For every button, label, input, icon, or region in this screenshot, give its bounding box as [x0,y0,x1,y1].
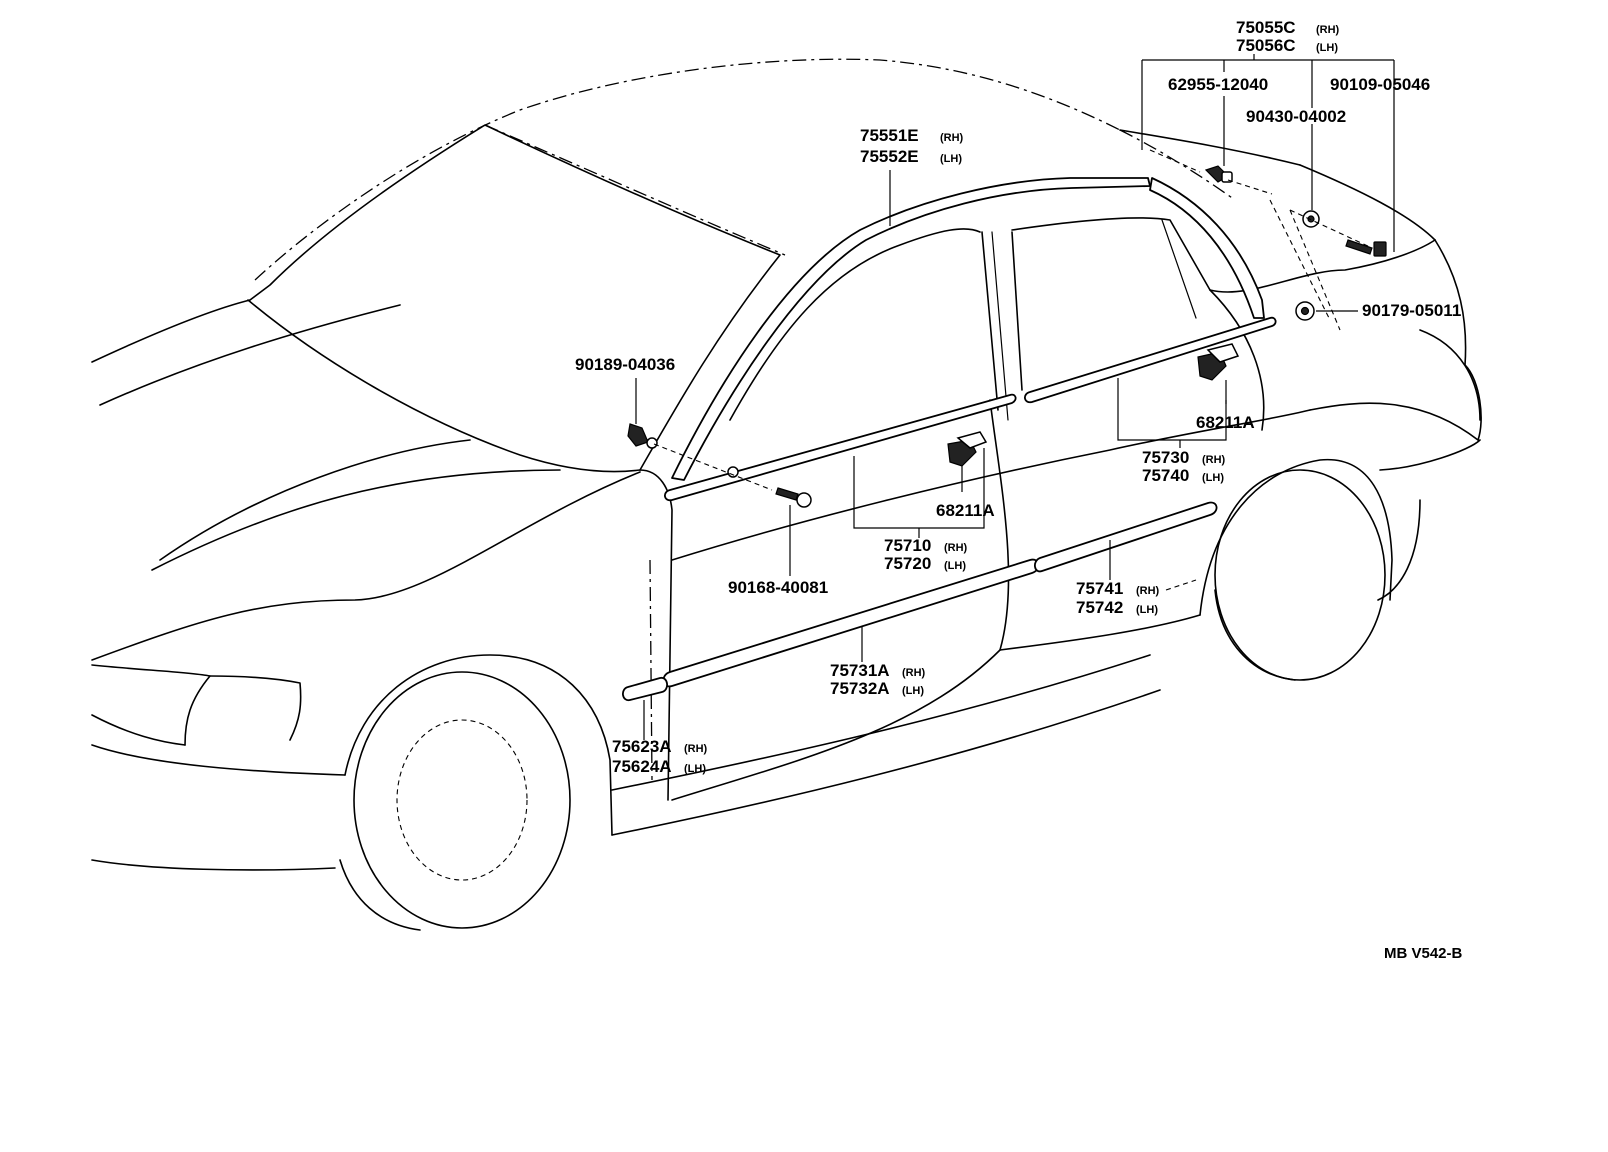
svg-text:(RH): (RH) [944,542,968,554]
clip-68211A-rear [1197,343,1240,381]
part-labels: 75055C (RH) 75056C (LH) 62955-12040 9010… [575,18,1463,962]
label-75623A: 75623A [612,737,672,756]
label-68211A-rear: 68211A [1196,413,1255,432]
side-molding-rear [1034,501,1218,573]
svg-text:(LH): (LH) [1136,604,1158,616]
label-75552E: 75552E [860,147,919,166]
label-75710: 75710 [884,536,931,555]
label-62955-12040: 62955-12040 [1168,75,1268,94]
label-75720: 75720 [884,554,931,573]
screw-90168 [775,487,812,508]
label-90179-05011: 90179-05011 [1362,301,1461,320]
label-75742: 75742 [1076,598,1123,617]
label-75741: 75741 [1076,579,1123,598]
diagram-code: MB V542-B [1384,945,1463,962]
svg-text:(LH): (LH) [902,685,924,697]
leader-lines [635,54,1395,740]
clip-68211A-front [947,431,988,467]
label-75730: 75730 [1142,448,1189,467]
label-90109-05046: 90109-05046 [1330,75,1430,94]
grommet [727,466,739,478]
svg-text:(LH): (LH) [1202,472,1224,484]
car-body-outline [91,58,1482,931]
label-75551E: 75551E [860,126,919,145]
label-75731A: 75731A [830,661,890,680]
svg-text:(LH): (LH) [1316,42,1338,54]
svg-text:(RH): (RH) [1136,585,1160,597]
fender-molding [622,677,668,701]
belt-molding-front [664,393,1017,502]
label-75740: 75740 [1142,466,1189,485]
label-75732A: 75732A [830,679,890,698]
screw-90109 [1345,239,1387,257]
nut-90179 [1295,301,1315,321]
svg-text:(LH): (LH) [944,560,966,572]
svg-text:(LH): (LH) [684,763,706,775]
nut-90430 [1302,210,1320,228]
svg-text:(LH): (LH) [940,153,962,165]
svg-text:(RH): (RH) [1316,24,1340,36]
roof-drip-molding [671,177,1265,481]
clip-90189 [627,423,658,449]
label-75056C: 75056C [1236,36,1296,55]
clip-62955 [1204,165,1233,183]
svg-text:(RH): (RH) [902,667,926,679]
label-90168-40081: 90168-40081 [728,578,828,597]
svg-text:(RH): (RH) [684,743,708,755]
label-68211A-front: 68211A [936,501,995,520]
label-90189-04036: 90189-04036 [575,355,675,374]
label-90430-04002: 90430-04002 [1246,107,1346,126]
belt-molding-rear [1024,316,1277,404]
svg-text:(RH): (RH) [940,132,964,144]
svg-text:(RH): (RH) [1202,454,1226,466]
label-75055C: 75055C [1236,18,1296,37]
label-75624A: 75624A [612,757,672,776]
